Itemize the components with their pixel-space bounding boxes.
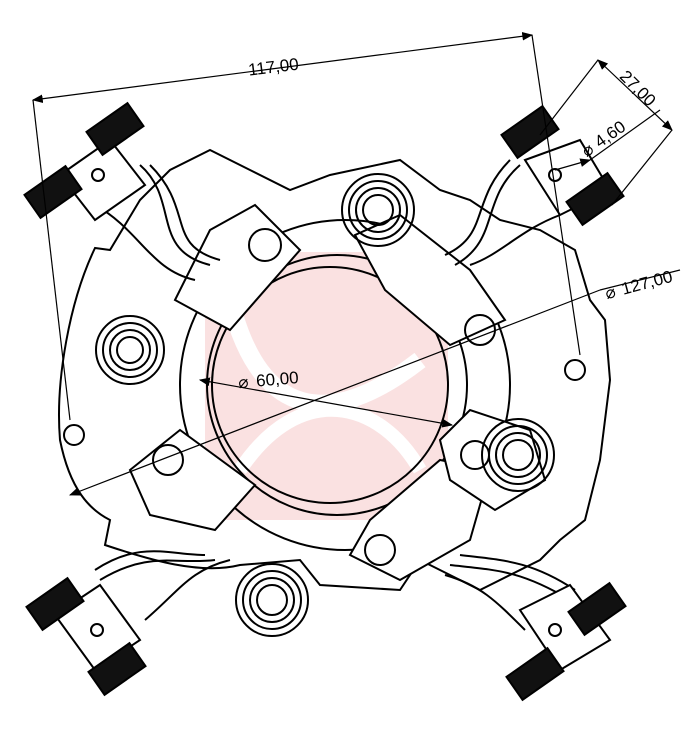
spring-bottom	[235, 563, 309, 637]
spring-right	[481, 418, 555, 492]
terminals	[23, 101, 627, 702]
terminal-bottom-right	[505, 581, 627, 702]
spring-left	[95, 315, 165, 385]
dim-outer-diameter: 127,00	[619, 267, 674, 299]
dim-inner-diameter: 60,00	[255, 368, 299, 391]
holder-bottom-left	[128, 428, 257, 532]
brush-holders	[128, 203, 547, 582]
dim-overall-width: 117,00	[247, 55, 300, 80]
diameter-symbol-inner: ⌀	[237, 372, 249, 392]
diameter-symbol-outer: ⌀	[603, 282, 618, 303]
dim-mount-spacing: 27,00	[616, 67, 660, 111]
spring-top	[341, 173, 415, 247]
springs	[95, 173, 555, 637]
braided-leads	[94, 159, 576, 631]
terminal-bottom-left	[25, 576, 147, 697]
dim-hole-diameter: 4,60	[591, 117, 629, 152]
holder-top-left	[173, 203, 302, 332]
dimension-lines	[31, 31, 681, 496]
holder-bottom-right	[348, 458, 492, 582]
terminal-top-left	[23, 101, 147, 222]
